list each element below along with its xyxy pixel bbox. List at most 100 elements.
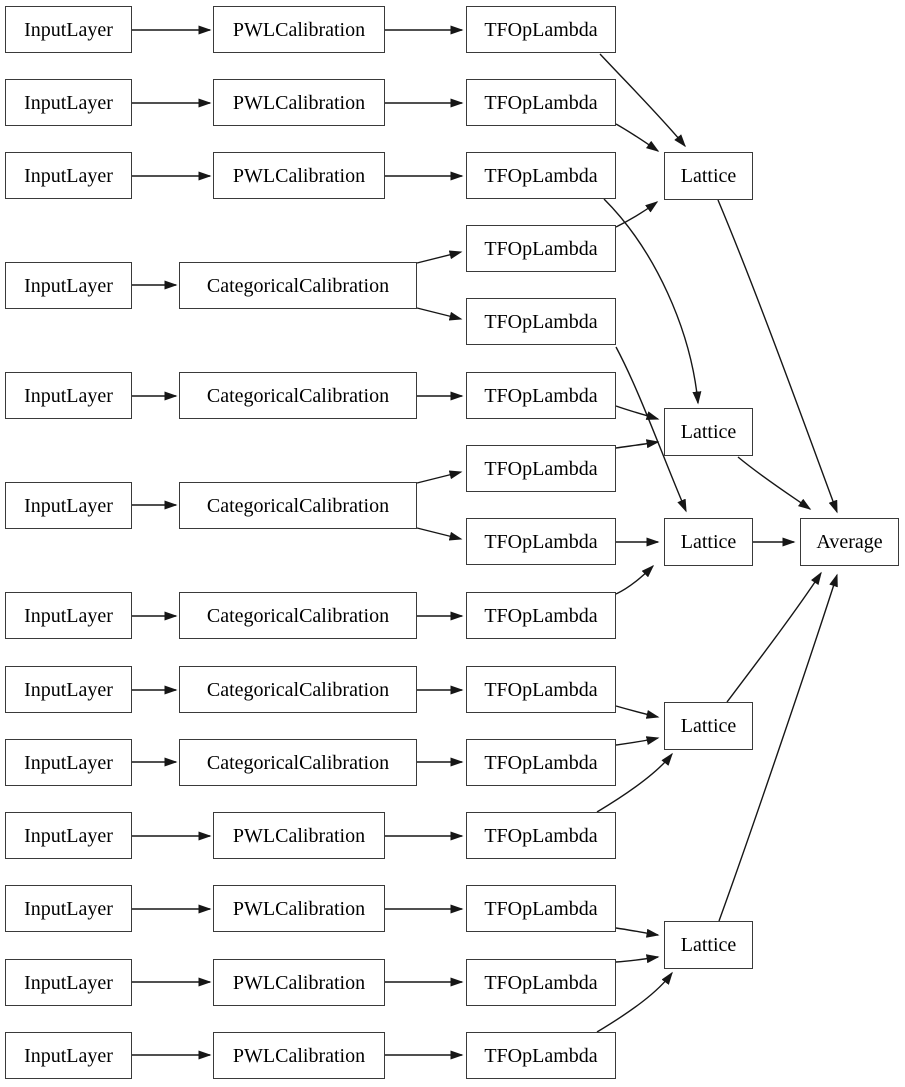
node-input12: InputLayer (5, 959, 132, 1006)
node-input11: InputLayer (5, 885, 132, 932)
node-tfop3: TFOpLambda (466, 152, 616, 199)
edge-cat3-to-tfop8 (416, 527, 463, 541)
edge-lattice2-to-average (737, 456, 812, 510)
node-lattice2: Lattice (664, 408, 753, 456)
node-tfop10: TFOpLambda (466, 666, 616, 713)
node-label-average: Average (816, 531, 883, 553)
node-label-input11: InputLayer (24, 897, 113, 920)
edge-tfop5-to-lattice3 (615, 346, 687, 513)
edge-lattice4-to-average (726, 571, 822, 703)
node-tfop7: TFOpLambda (466, 445, 616, 492)
node-label-pwl4: PWLCalibration (232, 824, 366, 847)
node-label-tfop1: TFOpLambda (484, 18, 598, 41)
node-label-input1: InputLayer (24, 18, 113, 41)
node-label-tfop12: TFOpLambda (484, 824, 598, 847)
node-label-pwl7: PWLCalibration (232, 1044, 366, 1067)
node-label-tfop10: TFOpLambda (484, 678, 598, 701)
node-input10: InputLayer (5, 812, 132, 859)
node-label-cat2: CategoricalCalibration (206, 384, 390, 407)
edge-lattice5-to-average (718, 573, 838, 922)
node-label-pwl5: PWLCalibration (232, 897, 366, 920)
node-label-tfop11: TFOpLambda (484, 751, 598, 774)
edge-tfop10-to-lattice4 (615, 705, 660, 719)
edge-tfop15-to-lattice5 (596, 971, 673, 1033)
node-label-input8: InputLayer (24, 678, 113, 701)
node-pwl6: PWLCalibration (213, 959, 385, 1006)
node-tfop6: TFOpLambda (466, 372, 616, 419)
node-tfop2: TFOpLambda (466, 79, 616, 126)
node-pwl2: PWLCalibration (213, 79, 385, 126)
node-average: Average (800, 518, 899, 566)
node-label-tfop6: TFOpLambda (484, 384, 598, 407)
edge-cat1-to-tfop5 (416, 307, 463, 321)
node-label-tfop8: TFOpLambda (484, 530, 598, 553)
edge-group (132, 25, 838, 1060)
edge-tfop6-to-lattice2 (615, 405, 660, 420)
node-tfop15: TFOpLambda (466, 1032, 616, 1079)
edge-tfop12-to-lattice4 (596, 752, 673, 813)
node-label-tfop2: TFOpLambda (484, 91, 598, 114)
node-label-tfop15: TFOpLambda (484, 1044, 598, 1067)
node-label-input2: InputLayer (24, 91, 113, 114)
edge-tfop7-to-lattice2 (615, 439, 660, 449)
edge-tfop13-to-lattice5 (615, 927, 660, 938)
node-label-tfop13: TFOpLambda (484, 897, 598, 920)
node-label-lattice4: Lattice (680, 715, 737, 737)
node-label-tfop5: TFOpLambda (484, 310, 598, 333)
node-tfop9: TFOpLambda (466, 592, 616, 639)
node-input4: InputLayer (5, 262, 132, 309)
node-label-input10: InputLayer (24, 824, 113, 847)
node-label-input9: InputLayer (24, 751, 113, 774)
node-lattice1: Lattice (664, 152, 753, 200)
node-tfop12: TFOpLambda (466, 812, 616, 859)
node-input1: InputLayer (5, 6, 132, 53)
edge-tfop2-to-lattice1 (615, 123, 660, 152)
node-cat3: CategoricalCalibration (179, 482, 417, 529)
node-label-input6: InputLayer (24, 494, 113, 517)
node-label-input13: InputLayer (24, 1044, 113, 1067)
node-pwl3: PWLCalibration (213, 152, 385, 199)
node-label-lattice3: Lattice (680, 531, 737, 553)
node-input5: InputLayer (5, 372, 132, 419)
node-tfop11: TFOpLambda (466, 739, 616, 786)
node-pwl5: PWLCalibration (213, 885, 385, 932)
node-label-cat6: CategoricalCalibration (206, 751, 390, 774)
edge-tfop1-to-lattice1 (599, 53, 686, 148)
node-label-tfop3: TFOpLambda (484, 164, 598, 187)
node-pwl4: PWLCalibration (213, 812, 385, 859)
edge-cat1-to-tfop4 (416, 250, 463, 264)
node-pwl7: PWLCalibration (213, 1032, 385, 1079)
edge-tfop14-to-lattice5 (615, 954, 660, 964)
node-label-pwl1: PWLCalibration (232, 18, 366, 41)
node-cat2: CategoricalCalibration (179, 372, 417, 419)
node-input7: InputLayer (5, 592, 132, 639)
node-input6: InputLayer (5, 482, 132, 529)
node-lattice3: Lattice (664, 518, 753, 566)
node-label-cat5: CategoricalCalibration (206, 678, 390, 701)
node-label-input5: InputLayer (24, 384, 113, 407)
node-label-pwl2: PWLCalibration (232, 91, 366, 114)
edge-tfop4-to-lattice1 (615, 201, 659, 228)
node-cat5: CategoricalCalibration (179, 666, 417, 713)
node-label-input3: InputLayer (24, 164, 113, 187)
edge-cat3-to-tfop7 (416, 470, 463, 484)
node-cat6: CategoricalCalibration (179, 739, 417, 786)
node-cat1: CategoricalCalibration (179, 262, 417, 309)
edge-tfop3-to-lattice2 (603, 198, 702, 405)
node-lattice5: Lattice (664, 921, 753, 969)
node-input2: InputLayer (5, 79, 132, 126)
node-label-lattice5: Lattice (680, 934, 737, 956)
node-tfop8: TFOpLambda (466, 518, 616, 565)
edge-lattice1-to-average (717, 199, 838, 514)
node-label-tfop4: TFOpLambda (484, 237, 598, 260)
node-label-input12: InputLayer (24, 971, 113, 994)
node-input8: InputLayer (5, 666, 132, 713)
node-label-pwl3: PWLCalibration (232, 164, 366, 187)
node-lattice4: Lattice (664, 702, 753, 750)
node-label-lattice2: Lattice (680, 421, 737, 443)
node-label-tfop14: TFOpLambda (484, 971, 598, 994)
node-input3: InputLayer (5, 152, 132, 199)
node-label-input7: InputLayer (24, 604, 113, 627)
